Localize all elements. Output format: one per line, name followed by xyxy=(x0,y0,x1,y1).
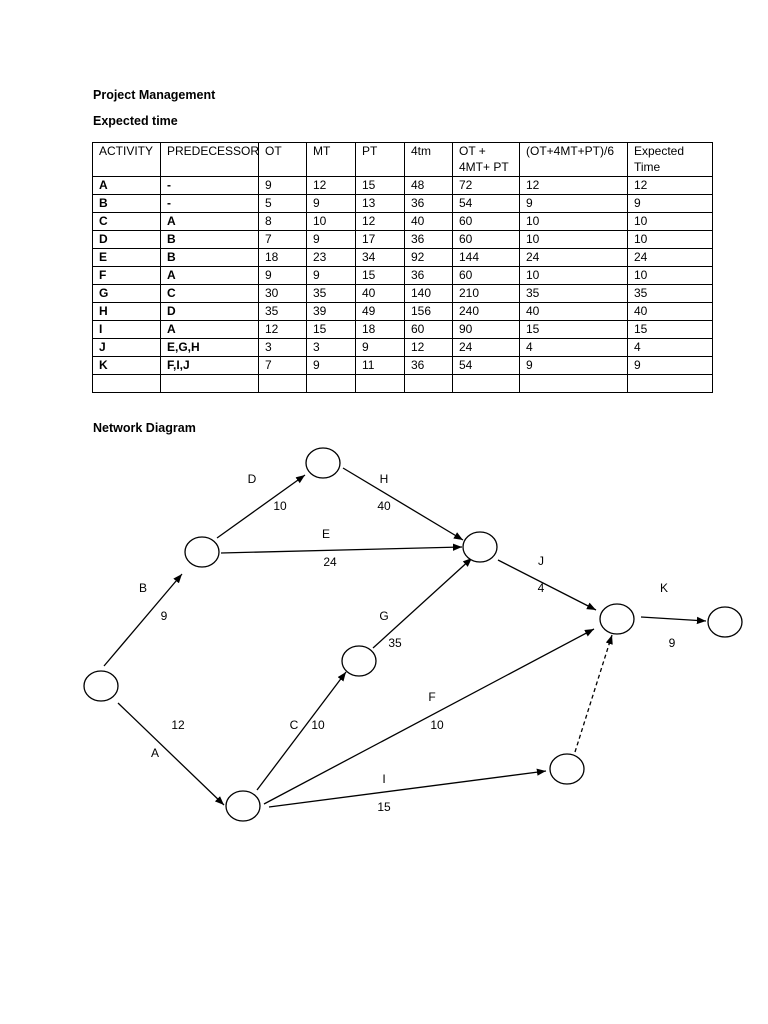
activity-label: B xyxy=(139,581,147,595)
activity-arrow-K xyxy=(640,616,707,625)
network-node xyxy=(707,606,743,638)
network-node xyxy=(462,531,498,563)
activity-duration-label: 24 xyxy=(323,555,337,569)
activity-arrow-J xyxy=(497,559,597,611)
activity-duration-label: 10 xyxy=(430,718,444,732)
activity-duration-label: 40 xyxy=(377,499,391,513)
table-cell: 13 xyxy=(355,194,405,213)
activity-duration-label: 15 xyxy=(377,800,391,814)
section-title-network-diagram: Network Diagram xyxy=(93,421,196,435)
network-node xyxy=(549,753,585,785)
column-header: OT + 4MT+ PT xyxy=(452,142,520,177)
dummy-activity-arrow xyxy=(574,634,613,753)
column-header: PT xyxy=(355,142,405,177)
activity-label: C xyxy=(290,718,299,732)
activity-duration-label: 35 xyxy=(388,636,402,650)
activity-duration-label: 10 xyxy=(311,718,325,732)
activity-arrow-C xyxy=(256,671,347,791)
activity-label: D xyxy=(248,472,257,486)
network-node xyxy=(341,645,377,677)
table-cell xyxy=(627,374,713,393)
table-cell: 90 xyxy=(452,320,520,339)
network-node xyxy=(225,790,261,822)
table-cell: 4 xyxy=(627,338,713,357)
table-cell: 10 xyxy=(306,212,356,231)
network-node xyxy=(184,536,220,568)
activity-arrow-I xyxy=(268,768,547,808)
column-header: ACTIVITY xyxy=(92,142,161,177)
table-cell: 40 xyxy=(627,302,713,321)
page-title: Project Management xyxy=(93,88,216,102)
activity-arrow-D xyxy=(216,474,306,539)
activity-arrow-G xyxy=(372,557,473,649)
column-header: OT xyxy=(258,142,307,177)
activity-arrow-H xyxy=(342,467,464,541)
activity-label: A xyxy=(151,746,159,760)
table-cell: 49 xyxy=(355,302,405,321)
table-cell: 54 xyxy=(452,356,520,375)
activity-label: K xyxy=(660,581,668,595)
table-cell: 240 xyxy=(452,302,520,321)
activity-label: G xyxy=(379,609,388,623)
activity-duration-label: 9 xyxy=(669,636,676,650)
table-cell: 9 xyxy=(627,356,713,375)
activity-duration-label: 4 xyxy=(538,581,545,595)
activity-arrow-E xyxy=(220,543,463,554)
activity-arrow-A xyxy=(117,702,225,806)
network-node xyxy=(305,447,341,479)
table-cell: 60 xyxy=(452,212,520,231)
activity-arrow-B xyxy=(103,573,183,667)
activity-label: J xyxy=(538,554,544,568)
table-cell: 39 xyxy=(306,302,356,321)
table-row xyxy=(92,374,713,393)
table-header-row: ACTIVITY PREDECESSOR OT MT PT 4tm OT + 4… xyxy=(92,142,713,177)
table-cell: 12 xyxy=(355,212,405,231)
column-header: 4tm xyxy=(404,142,453,177)
activity-arrow-F xyxy=(263,628,595,805)
table-cell: 30 xyxy=(258,284,307,303)
activity-label: H xyxy=(380,472,389,486)
activity-label: E xyxy=(322,527,330,541)
network-node xyxy=(599,603,635,635)
section-title-expected-time: Expected time xyxy=(93,114,178,128)
column-header: (OT+4MT+PT)/6 xyxy=(519,142,628,177)
column-header: Expected Time xyxy=(627,142,713,177)
activity-duration-label: 9 xyxy=(161,609,168,623)
activity-label: F xyxy=(428,690,435,704)
activity-duration-label: 12 xyxy=(171,718,185,732)
expected-time-table: ACTIVITY PREDECESSOR OT MT PT 4tm OT + 4… xyxy=(92,142,713,393)
network-node xyxy=(83,670,119,702)
activity-label: I xyxy=(382,772,385,786)
activity-duration-label: 10 xyxy=(273,499,287,513)
table-cell: 15 xyxy=(355,266,405,285)
